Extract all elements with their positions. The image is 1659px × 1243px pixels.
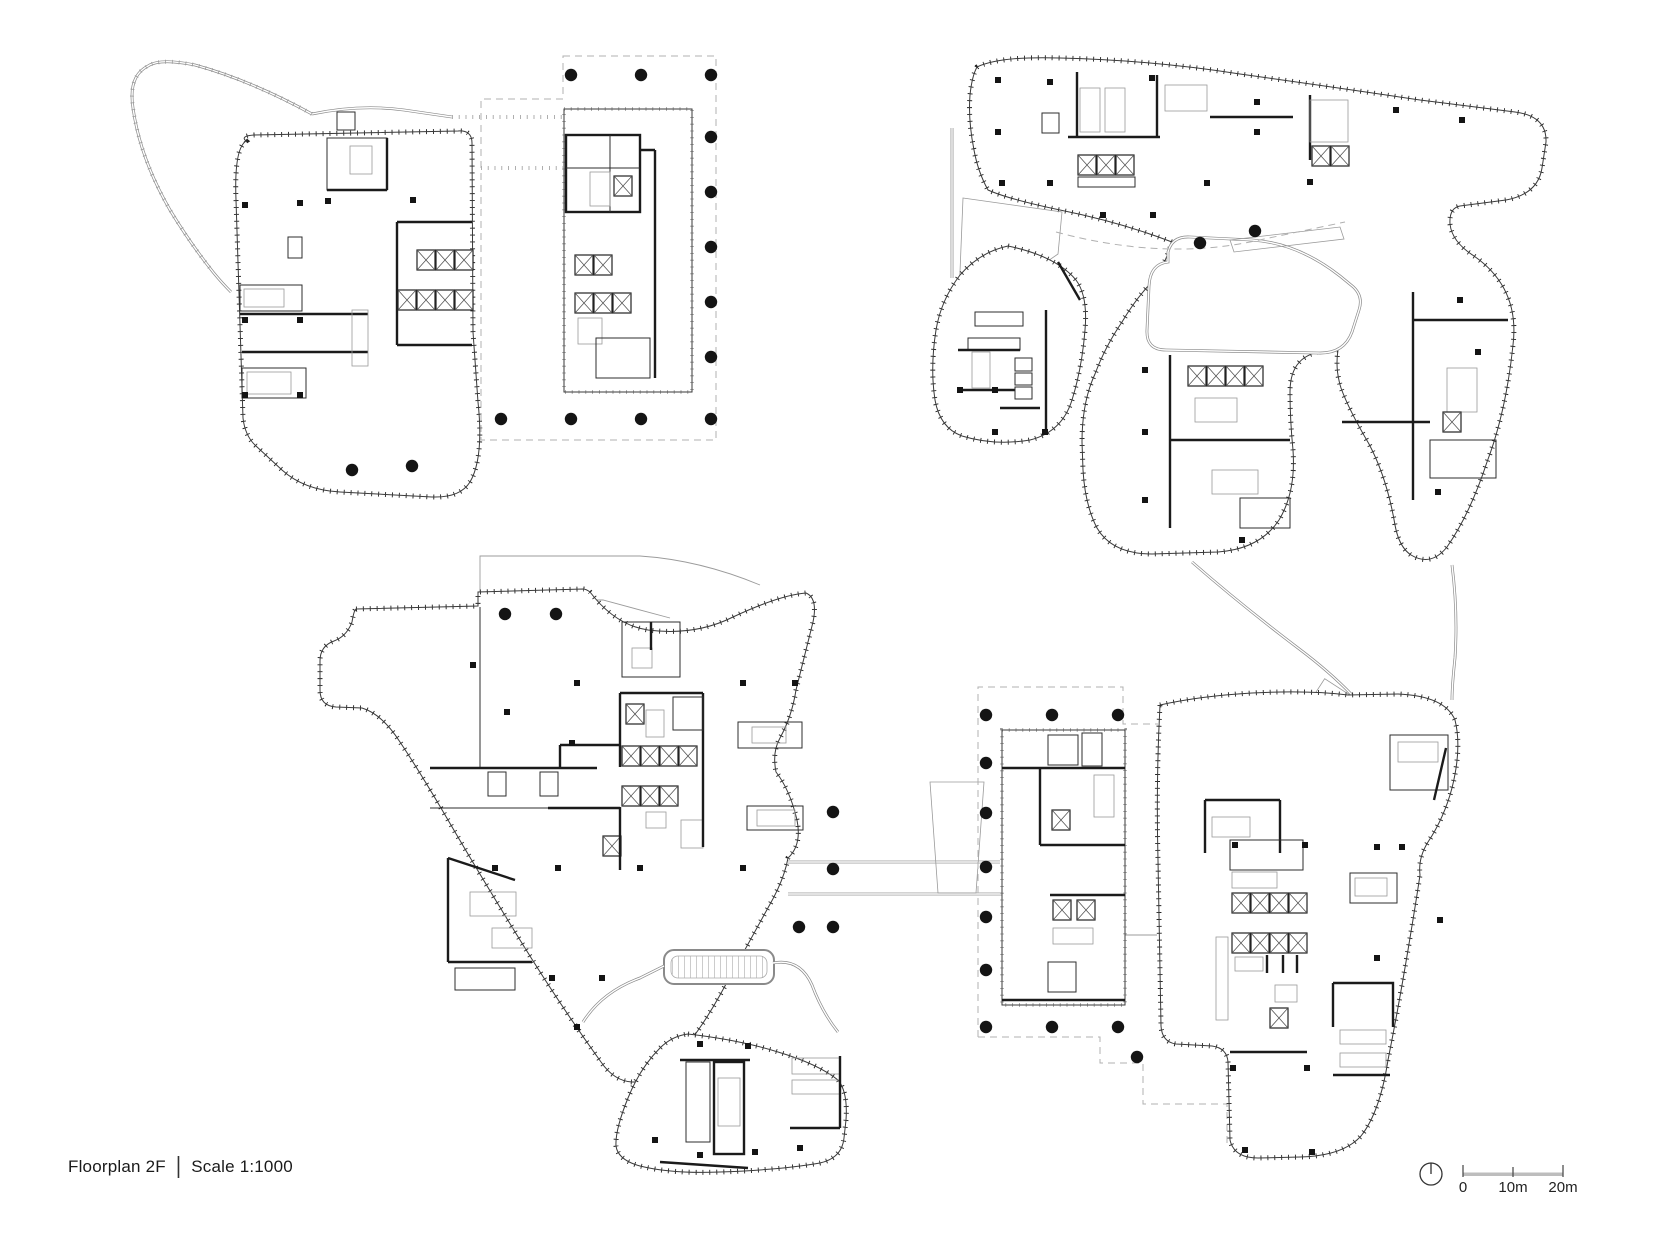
north-indicator-icon [1419, 1162, 1443, 1186]
stair-core [737, 721, 803, 749]
plaza-guide [1055, 221, 1346, 250]
tower-outline [562, 107, 694, 394]
building-cluster-northeast [930, 55, 1549, 767]
perimeter-walkway [130, 59, 564, 293]
title-separator: | [175, 1153, 182, 1179]
east-wing-core [1210, 95, 1350, 167]
column-grid [957, 75, 1481, 543]
stair-core [1068, 72, 1208, 139]
scale-label-10m: 10m [1498, 1179, 1528, 1196]
walkway [581, 960, 840, 1033]
column-grid [494, 68, 718, 426]
walkway [950, 128, 1458, 701]
central-core [618, 691, 705, 767]
stair-core [621, 621, 681, 678]
small-room [287, 236, 303, 259]
elevator-core [1077, 154, 1136, 188]
north-middle-tower [480, 55, 718, 441]
column-grid [242, 197, 419, 477]
small-room [1041, 112, 1060, 134]
scale-label: Scale 1:1000 [191, 1156, 293, 1176]
scale-label-0: 0 [1458, 1179, 1468, 1196]
column-grid [792, 805, 840, 934]
stair-core [241, 350, 368, 399]
building-cluster-southwest [317, 555, 817, 1085]
roof-access-box [336, 111, 356, 131]
scale-bar [1462, 1165, 1564, 1177]
plaza-ramp [1229, 226, 1345, 253]
scale-label-20m: 20m [1548, 1179, 1578, 1196]
southeast-core [1331, 981, 1395, 1077]
tower-core [564, 133, 657, 379]
building-cluster-northwest [130, 59, 564, 500]
courtyard [1145, 235, 1362, 355]
column-grid [470, 607, 798, 1030]
tower-outline [1000, 728, 1127, 1007]
column-grid [1230, 842, 1443, 1155]
north-core [1203, 798, 1304, 889]
south-lobe-core [1168, 355, 1291, 529]
stair-core [446, 856, 533, 991]
stair-core [326, 137, 389, 192]
column-grid [979, 708, 1222, 1064]
building-outline [317, 586, 817, 1085]
building-outline [1154, 689, 1461, 1161]
canopy-boundary [977, 686, 1158, 1037]
building-cluster-southeast [977, 686, 1461, 1161]
stair-core [1349, 734, 1449, 904]
column-grid [652, 1041, 803, 1158]
lower-core [430, 743, 804, 870]
floor-label: Floorplan 2F [68, 1156, 166, 1176]
stair-core [239, 284, 368, 316]
east-lobe-core [1342, 292, 1508, 500]
stair-core [659, 1056, 842, 1170]
canopy-boundary [480, 55, 717, 441]
elevator-core [351, 220, 474, 367]
elevator-core [1215, 892, 1308, 1054]
canopy-boundary [978, 1036, 1228, 1148]
building-outline [613, 1031, 849, 1175]
bridge-walkways [788, 781, 1157, 936]
ramp [663, 949, 775, 985]
title-block: Floorplan 2F | Scale 1:1000 [68, 1153, 293, 1179]
south-pavilion [581, 949, 849, 1175]
exterior-stair [929, 781, 985, 894]
tower-core [1002, 732, 1125, 1002]
southwest-pavilion [930, 243, 1089, 445]
